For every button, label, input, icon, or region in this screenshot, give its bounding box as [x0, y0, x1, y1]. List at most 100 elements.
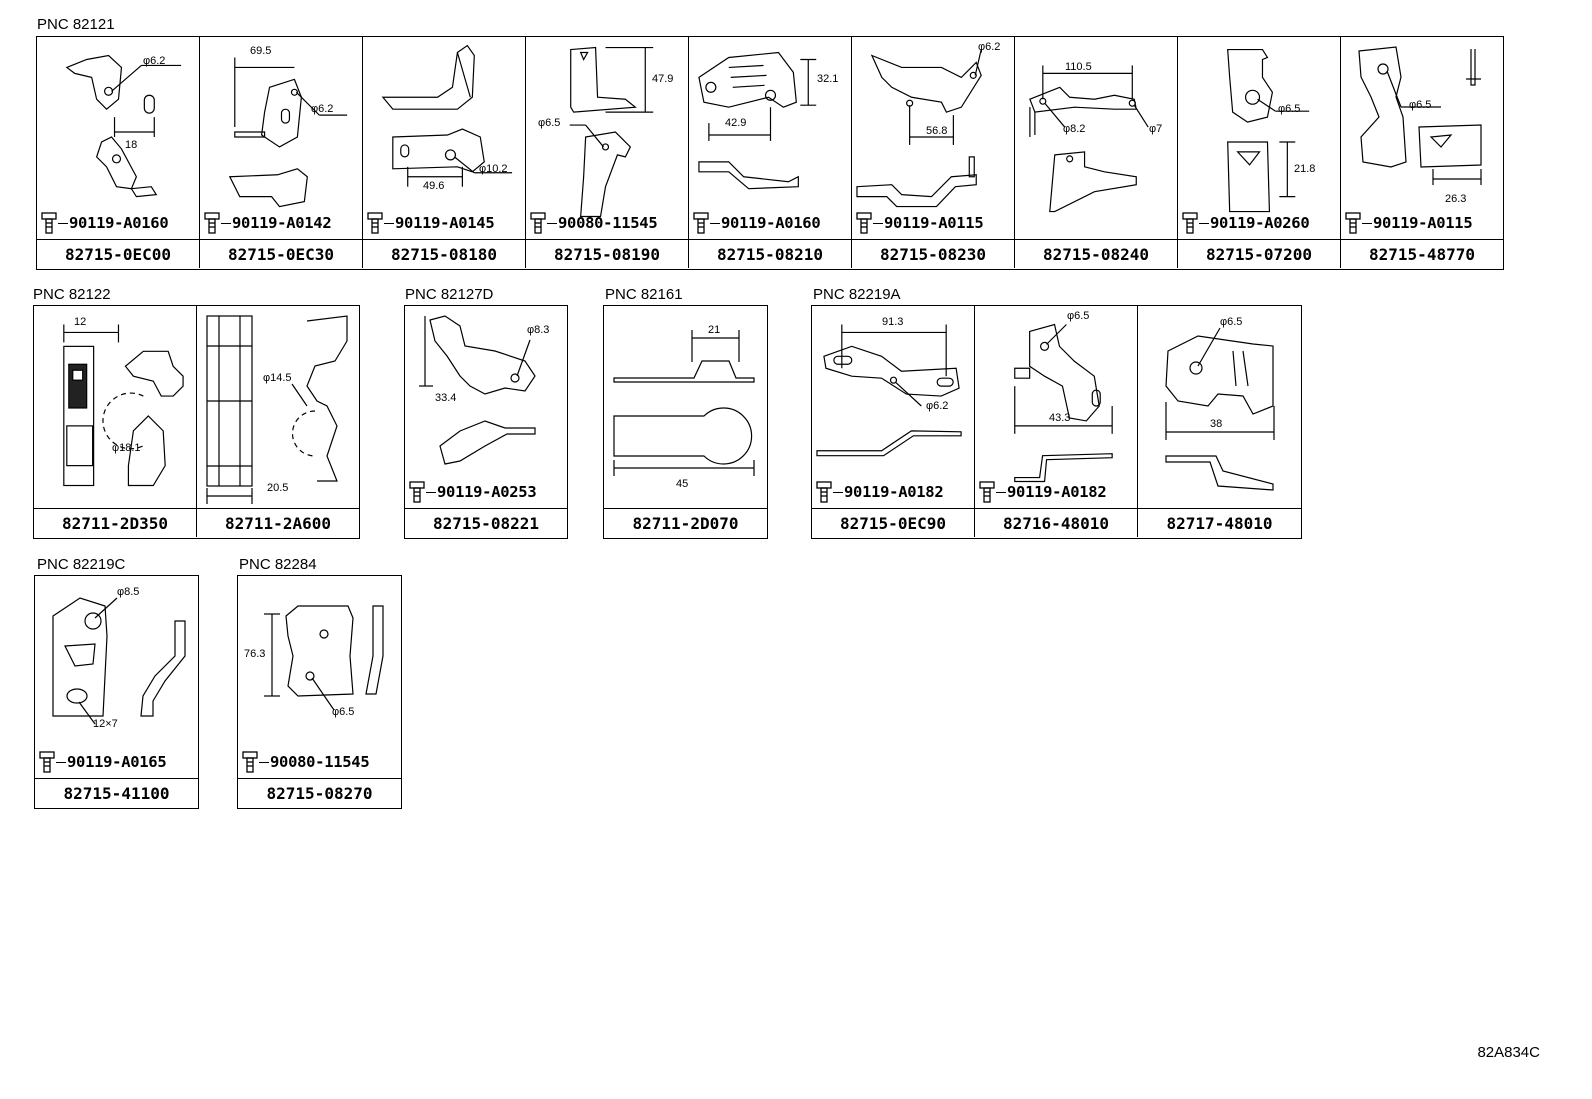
dimension-label: φ8.3	[527, 324, 550, 336]
bolt-callout: 90119-A0142	[204, 212, 332, 234]
part-cell[interactable]: φ8.3 33.4 90119-A0253 82715-08221	[405, 306, 567, 537]
bracket-drawing: 110.5 φ8.2 φ7	[1015, 37, 1177, 237]
dimension-label: 76.3	[244, 648, 266, 660]
dimension-label: φ6.5	[332, 706, 355, 718]
part-number: 82715-41100	[35, 778, 198, 807]
bolt-part-number: 90119-A0160	[69, 214, 169, 232]
part-cell[interactable]: φ10.2 49.6 90119-A0145 82715-08180	[363, 37, 526, 268]
part-number: 82715-08190	[526, 239, 688, 268]
pnc-label: PNC 82219C	[37, 556, 126, 573]
bracket-drawing: 47.9 φ6.5	[526, 37, 688, 237]
pnc-label: PNC 82219A	[813, 286, 901, 303]
dimension-label: 69.5	[250, 45, 272, 57]
part-number: 82715-08210	[689, 239, 851, 268]
dimension-label: 43.3	[1049, 412, 1071, 424]
part-cell[interactable]: 110.5 φ8.2 φ7 82715-08240	[1015, 37, 1178, 268]
part-number: 82711-2D070	[604, 508, 767, 537]
part-number: 82715-0EC90	[812, 508, 974, 537]
bolt-callout: 90119-A0160	[693, 212, 821, 234]
bolt-part-number: 90119-A0115	[884, 214, 984, 232]
bracket-drawing: 32.1 42.9	[689, 37, 851, 237]
bracket-drawing: φ6.5 21.8	[1178, 37, 1340, 237]
dimension-label: 42.9	[725, 117, 747, 129]
part-group-82219a: 91.3 φ6.2 90119-A0182 82715-0EC90 φ6.5 4…	[811, 305, 1302, 539]
part-cell[interactable]: φ6.2 56.8 90119-A0115 82715-08230	[852, 37, 1015, 268]
dimension-label: φ10.2	[479, 163, 508, 175]
dimension-label: φ6.5	[1067, 310, 1090, 322]
bolt-callout: 90119-A0115	[856, 212, 984, 234]
part-number: 82716-48010	[975, 508, 1137, 537]
part-number: 82711-2D350	[34, 508, 196, 537]
dimension-label: φ6.2	[978, 41, 1001, 53]
part-group-82127d: φ8.3 33.4 90119-A0253 82715-08221	[404, 305, 568, 539]
bracket-drawing: φ6.5 26.3	[1341, 37, 1503, 237]
part-number: 82715-08221	[405, 508, 567, 537]
bracket-drawing: φ6.2 56.8	[852, 37, 1014, 237]
dimension-label: 33.4	[435, 392, 457, 404]
bolt-icon	[530, 212, 546, 234]
dimension-label: 20.5	[267, 482, 289, 494]
part-cell[interactable]: φ6.5 38 82717-48010	[1138, 306, 1301, 537]
part-cell[interactable]: φ6.5 21.8 90119-A0260 82715-07200	[1178, 37, 1341, 268]
part-cell[interactable]: 76.3 φ6.5 90080-11545 82715-08270	[238, 576, 401, 807]
dimension-label: 56.8	[926, 125, 948, 137]
part-number: 82711-2A600	[197, 508, 359, 537]
bracket-drawing: φ10.2 49.6	[363, 37, 525, 237]
part-cell[interactable]: φ8.5 12×7 90119-A0165 82715-41100	[35, 576, 198, 807]
part-cell[interactable]: 12 φ18.1 82711-2D350	[34, 306, 197, 537]
dimension-label: φ6.2	[311, 103, 334, 115]
bolt-callout: 90119-A0165	[39, 751, 167, 773]
bracket-drawing: 91.3 φ6.2	[812, 306, 974, 506]
part-group-82121: φ6.2 18 90119-A0160 82715-0EC00 69.5 φ6.…	[36, 36, 1504, 270]
dimension-label: φ6.5	[1278, 103, 1301, 115]
part-cell[interactable]: 69.5 φ6.2 90119-A0142 82715-0EC30	[200, 37, 363, 268]
part-cell[interactable]: φ6.5 26.3 90119-A0115 82715-48770	[1341, 37, 1503, 268]
dimension-label: φ6.2	[926, 400, 949, 412]
bolt-callout: 90119-A0145	[367, 212, 495, 234]
part-number: 82715-48770	[1341, 239, 1503, 268]
bolt-part-number: 90119-A0145	[395, 214, 495, 232]
part-cell[interactable]: φ6.2 18 90119-A0160 82715-0EC00	[37, 37, 200, 268]
part-number: 82715-08240	[1015, 239, 1177, 268]
bolt-part-number: 90119-A0182	[844, 483, 944, 501]
dimension-label: φ14.5	[263, 372, 292, 384]
bracket-drawing: φ6.2 18	[37, 37, 199, 237]
bracket-drawing: φ6.5 38	[1138, 306, 1301, 506]
part-cell[interactable]: 21 45 82711-2D070	[604, 306, 767, 537]
dimension-label: 21	[708, 324, 721, 336]
bolt-part-number: 90080-11545	[558, 214, 658, 232]
bracket-drawing: φ6.5 43.3	[975, 306, 1137, 506]
dimension-label: 38	[1210, 418, 1223, 430]
dimension-label: φ18.1	[112, 442, 141, 454]
bolt-icon	[979, 481, 995, 503]
part-number: 82715-0EC00	[37, 239, 199, 268]
bolt-icon	[41, 212, 57, 234]
part-number: 82715-0EC30	[200, 239, 362, 268]
clamp-drawing: 12 φ18.1	[34, 306, 196, 506]
dimension-label: φ6.5	[1409, 99, 1432, 111]
dimension-label: φ6.2	[143, 55, 166, 67]
pnc-label: PNC 82161	[605, 286, 683, 303]
part-cell[interactable]: 91.3 φ6.2 90119-A0182 82715-0EC90	[812, 306, 975, 537]
bolt-part-number: 90080-11545	[270, 753, 370, 771]
dimension-label: 110.5	[1065, 61, 1092, 73]
dimension-label: φ8.2	[1063, 123, 1086, 135]
pnc-label: PNC 82122	[33, 286, 111, 303]
bolt-part-number: 90119-A0115	[1373, 214, 1473, 232]
bolt-callout: 90080-11545	[242, 751, 370, 773]
bolt-callout: 90119-A0115	[1345, 212, 1473, 234]
part-cell[interactable]: φ14.5 20.5 82711-2A600	[197, 306, 359, 537]
bolt-part-number: 90119-A0253	[437, 483, 537, 501]
dimension-label: φ8.5	[117, 586, 140, 598]
bolt-callout: 90119-A0260	[1182, 212, 1310, 234]
clip-drawing: 21 45	[604, 306, 767, 506]
pnc-label: PNC 82127D	[405, 286, 494, 303]
bolt-icon	[39, 751, 55, 773]
part-cell[interactable]: 32.1 42.9 90119-A0160 82715-08210	[689, 37, 852, 268]
part-cell[interactable]: φ6.5 43.3 90119-A0182 82716-48010	[975, 306, 1138, 537]
part-group-82284: 76.3 φ6.5 90080-11545 82715-08270	[237, 575, 402, 809]
bolt-callout: 90119-A0253	[409, 481, 537, 503]
bolt-part-number: 90119-A0260	[1210, 214, 1310, 232]
bolt-part-number: 90119-A0182	[1007, 483, 1107, 501]
part-cell[interactable]: 47.9 φ6.5 90080-11545 82715-08190	[526, 37, 689, 268]
